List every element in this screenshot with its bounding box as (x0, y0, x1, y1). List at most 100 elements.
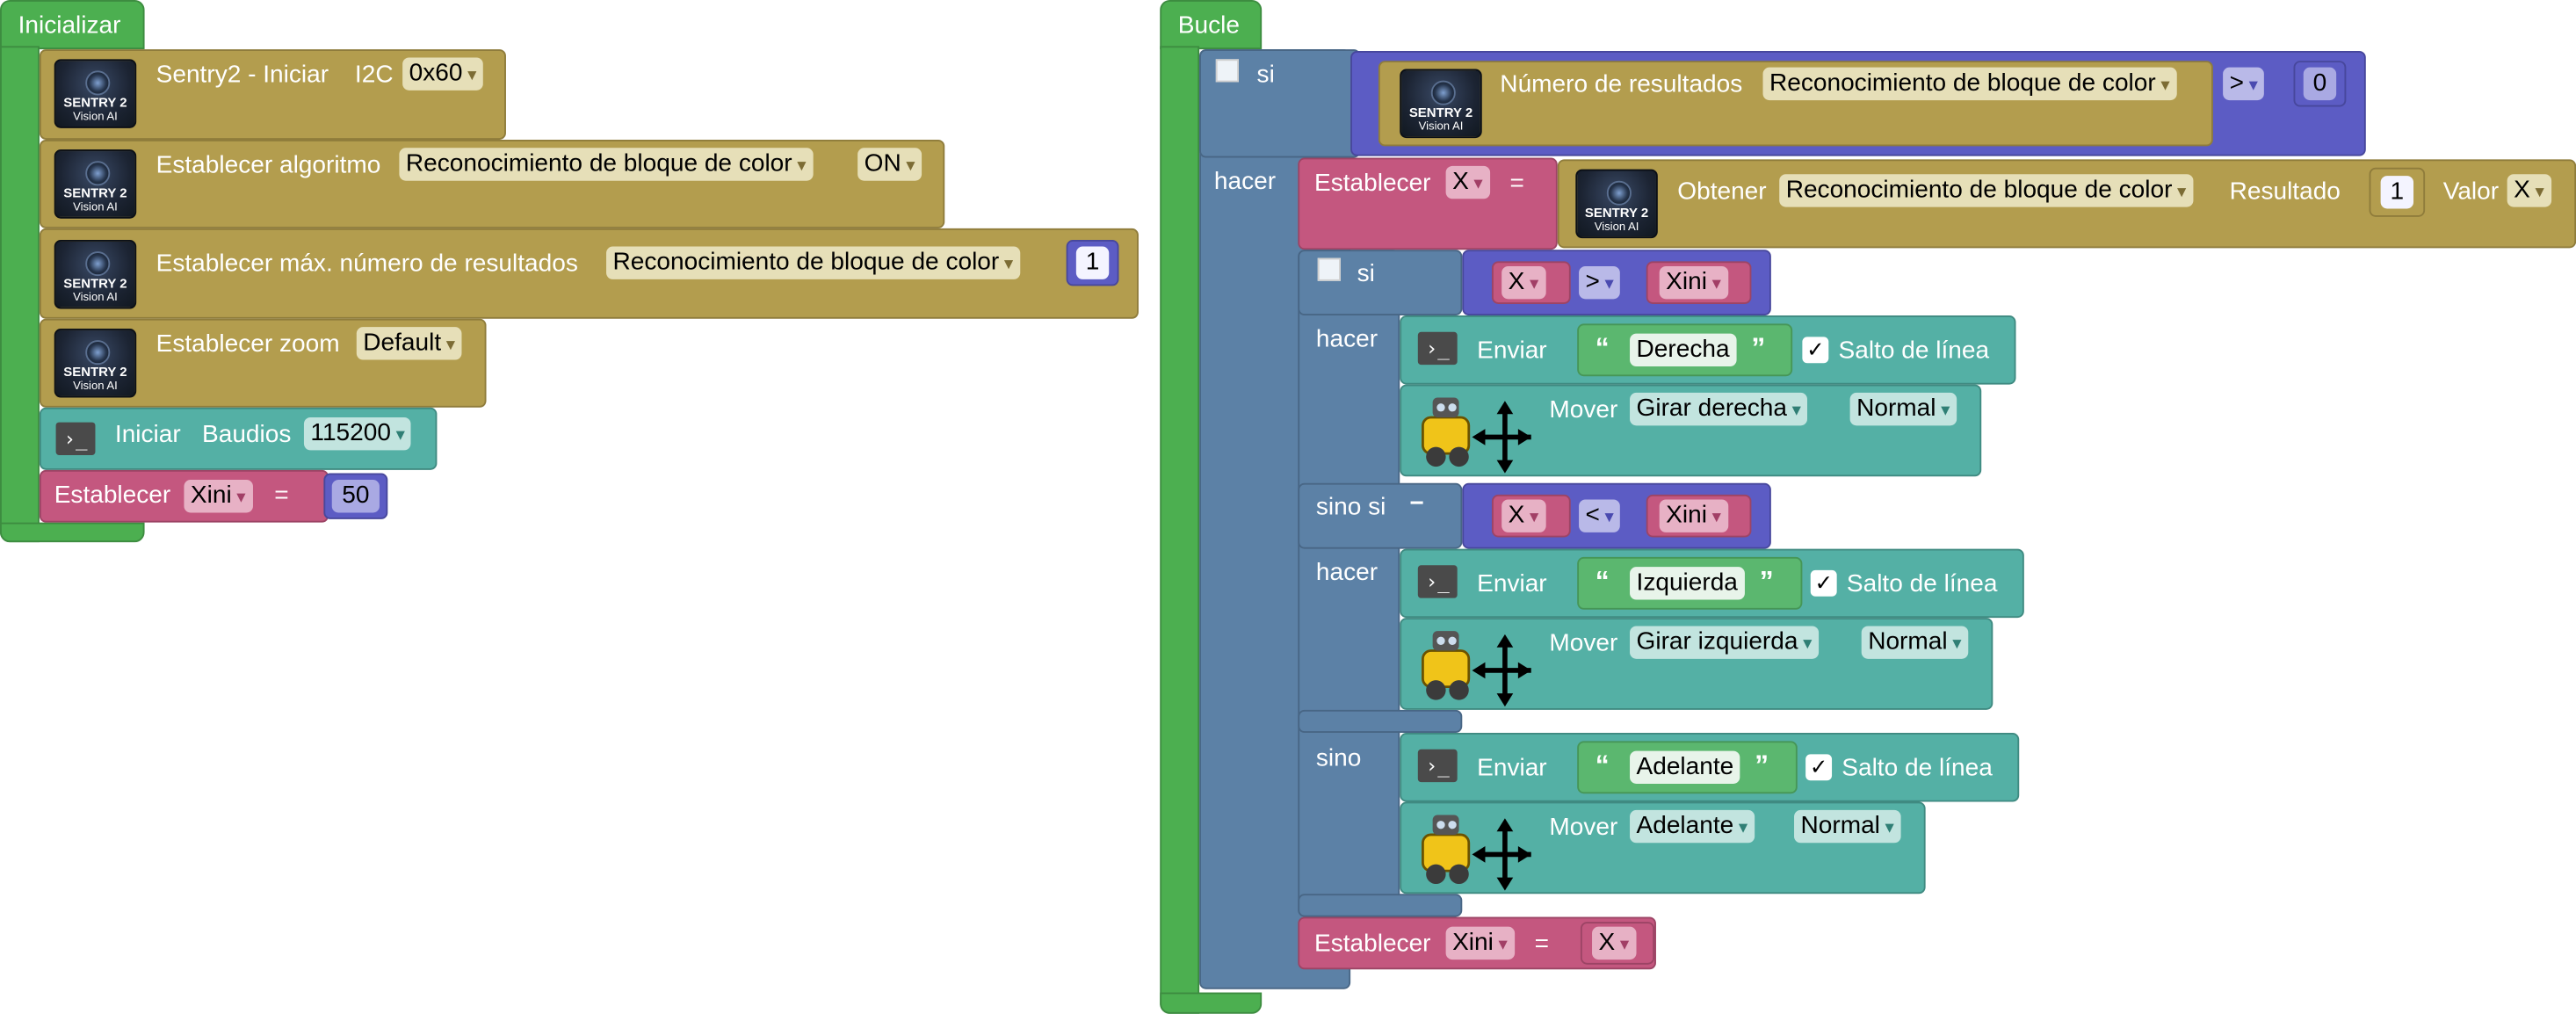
inner-if-bottom-arm (1298, 894, 1463, 917)
chevron-down-icon: ▾ (1529, 274, 1539, 294)
remove-elseif-icon[interactable]: − (1409, 489, 1424, 518)
set-x-block[interactable] (1298, 157, 1558, 250)
init-hat-label: Inicializar (18, 11, 121, 40)
chevron-down-icon: ▾ (1803, 634, 1813, 655)
algorithm-dropdown[interactable]: Reconocimiento de bloque de color▾ (399, 148, 814, 181)
inner-if-label: si (1357, 259, 1375, 288)
send-text-input[interactable]: Derecha (1630, 333, 1737, 367)
send-label: Enviar (1477, 569, 1547, 598)
speed-dropdown[interactable]: Normal▾ (1849, 392, 1957, 426)
chevron-down-icon: ▾ (2248, 76, 2258, 96)
variable-dropdown[interactable]: Xini▾ (1659, 265, 1728, 300)
move-label: Mover (1549, 395, 1618, 424)
quote-close-icon: ” (1759, 565, 1774, 597)
chevron-down-icon: ▾ (236, 488, 246, 508)
result-index-input[interactable]: 1 (2380, 176, 2414, 209)
operator-dropdown[interactable]: >▾ (2223, 67, 2265, 101)
set-algorithm-label: Establecer algoritmo (156, 151, 381, 179)
chevron-down-icon: ▾ (1885, 818, 1894, 838)
chevron-down-icon: ▾ (906, 156, 915, 177)
inner-if-cond-row-2 (1298, 482, 1463, 549)
compare-value-input[interactable]: 0 (2303, 67, 2337, 101)
algorithm-dropdown[interactable]: Reconocimiento de bloque de color▾ (1762, 67, 2177, 101)
do-label: hacer (1315, 558, 1378, 587)
chevron-down-icon: ▾ (2177, 182, 2187, 203)
baud-label: Baudios (202, 420, 292, 449)
operator-dropdown[interactable]: <▾ (1579, 499, 1621, 532)
set-var-label: Establecer (54, 481, 171, 510)
chevron-down-icon: ▾ (1498, 935, 1508, 955)
variable-dropdown[interactable]: Xini▾ (184, 480, 253, 513)
xini-value-input[interactable]: 50 (331, 480, 380, 513)
algorithm-dropdown[interactable]: Reconocimiento de bloque de color▾ (1779, 174, 2193, 207)
send-text-input[interactable]: Izquierda (1630, 567, 1745, 600)
direction-dropdown[interactable]: Girar izquierda▾ (1630, 626, 1819, 659)
value-field-dropdown[interactable]: X▾ (2507, 174, 2551, 207)
algorithm-dropdown[interactable]: Reconocimiento de bloque de color▾ (606, 246, 1020, 279)
inner-if-block[interactable] (1298, 250, 1400, 917)
chevron-down-icon: ▾ (467, 65, 477, 86)
chevron-down-icon: ▾ (1604, 274, 1614, 294)
chevron-down-icon: ▾ (1604, 507, 1614, 528)
variable-dropdown[interactable]: X▾ (1445, 165, 1490, 199)
newline-label: Salto de línea (1846, 569, 1998, 598)
newline-label: Salto de línea (1838, 337, 1990, 366)
robot-move-icon (1422, 631, 1531, 707)
inner-if-mutator-icon[interactable] (1317, 257, 1341, 281)
chevron-down-icon: ▾ (1952, 634, 1962, 655)
chevron-down-icon: ▾ (1619, 935, 1630, 955)
chevron-down-icon: ▾ (1941, 401, 1950, 421)
do-label: hacer (1213, 167, 1277, 196)
variable-dropdown[interactable]: Xini▾ (1659, 499, 1728, 532)
elseif-label: sino si (1315, 493, 1386, 521)
send-text-input[interactable]: Adelante (1630, 750, 1740, 784)
variable-dropdown[interactable]: X▾ (1501, 499, 1545, 532)
terminal-icon: ›_ (1417, 565, 1458, 598)
quote-open-icon: “ (1595, 331, 1610, 364)
variable-dropdown[interactable]: Xini▾ (1445, 926, 1515, 960)
state-dropdown[interactable]: ON▾ (857, 148, 923, 181)
operator-dropdown[interactable]: >▾ (1579, 265, 1621, 300)
loop-c-body (1160, 46, 1200, 1014)
loop-hat-block[interactable] (1160, 0, 1263, 50)
variable-dropdown[interactable]: X▾ (1501, 265, 1545, 300)
chevron-down-icon: ▾ (1711, 507, 1721, 528)
init-hat-block[interactable] (0, 0, 145, 50)
result-count-label: Número de resultados (1500, 70, 1743, 99)
newline-checkbox[interactable]: ✓ (1802, 337, 1829, 364)
chevron-down-icon: ▾ (1791, 401, 1801, 421)
newline-label: Salto de línea (1842, 754, 1993, 783)
speed-dropdown[interactable]: Normal▾ (1861, 626, 1969, 659)
loop-hat-label: Bucle (1177, 11, 1240, 40)
terminal-icon: ›_ (1417, 331, 1458, 366)
set-xini-block[interactable] (39, 469, 329, 523)
chevron-down-icon: ▾ (797, 156, 807, 177)
direction-dropdown[interactable]: Girar derecha▾ (1630, 392, 1808, 426)
zoom-dropdown[interactable]: Default▾ (356, 327, 462, 360)
chevron-down-icon: ▾ (445, 335, 456, 355)
speed-dropdown[interactable]: Normal▾ (1794, 809, 1901, 844)
quote-open-icon: “ (1595, 565, 1610, 597)
variable-dropdown[interactable]: X▾ (1592, 926, 1636, 960)
max-results-input[interactable]: 1 (1075, 246, 1110, 279)
do-label: hacer (1315, 325, 1378, 354)
chevron-down-icon: ▾ (1473, 174, 1483, 194)
chevron-down-icon: ▾ (1003, 254, 1014, 275)
if-mutator-icon[interactable] (1215, 59, 1239, 83)
robot-move-icon (1422, 397, 1531, 474)
robot-move-icon (1422, 815, 1531, 891)
direction-dropdown[interactable]: Adelante▾ (1630, 809, 1755, 844)
address-dropdown[interactable]: 0x60▾ (402, 57, 483, 91)
set-zoom-label: Establecer zoom (156, 330, 340, 359)
loop-bottom-arm (1160, 992, 1263, 1014)
baud-dropdown[interactable]: 115200▾ (303, 416, 412, 451)
quote-close-icon: ” (1751, 331, 1766, 364)
newline-checkbox[interactable]: ✓ (1810, 569, 1837, 597)
equals-label: = (1509, 169, 1524, 198)
set-x-label: Establecer (1314, 169, 1431, 198)
send-label: Enviar (1477, 337, 1547, 366)
newline-checkbox[interactable]: ✓ (1805, 754, 1833, 781)
